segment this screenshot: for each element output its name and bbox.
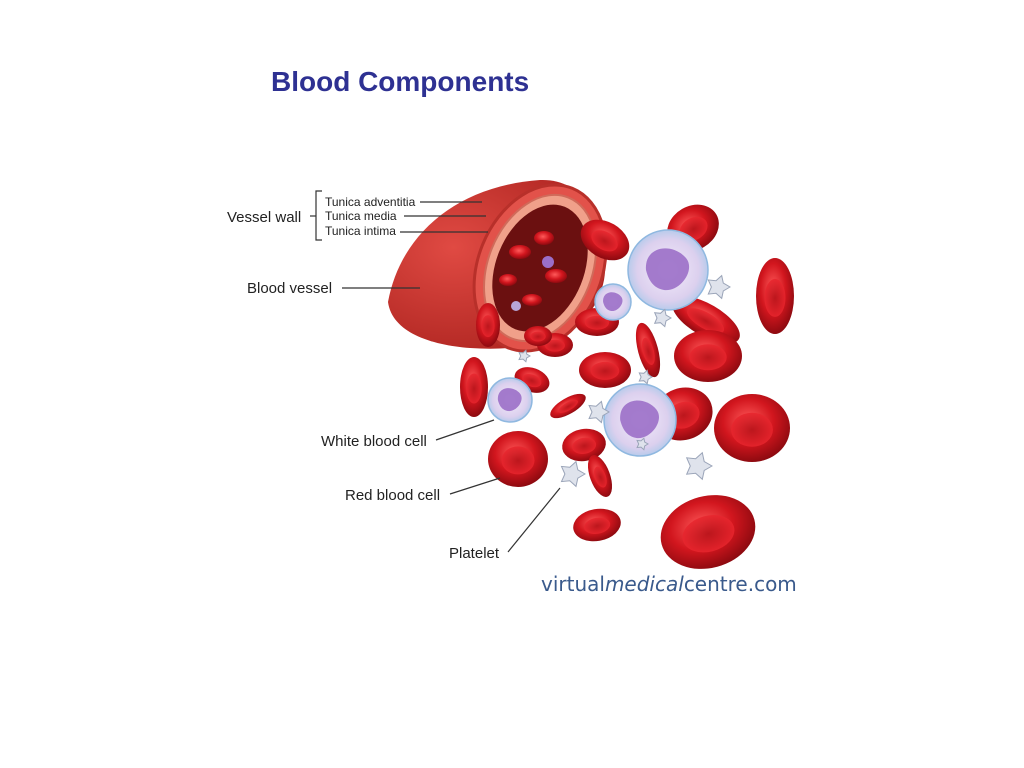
red-blood-cell (587, 455, 613, 497)
platelets (518, 274, 731, 488)
white-blood-cells (487, 229, 709, 457)
label-platelet: Platelet (449, 545, 500, 562)
red-blood-cell (756, 258, 794, 334)
platelet (707, 274, 731, 300)
platelet (653, 308, 672, 328)
red-blood-cells (460, 204, 794, 569)
logo-part-1: virtual (541, 572, 605, 596)
label-blood-vessel: Blood vessel (247, 280, 332, 297)
platelet (518, 349, 532, 363)
platelet (638, 369, 653, 385)
red-blood-cell (476, 303, 500, 347)
label-vessel-wall: Vessel wall (227, 209, 301, 226)
red-blood-cell (573, 508, 621, 542)
red-blood-cell (660, 495, 756, 569)
red-blood-cell (524, 326, 552, 346)
red-blood-cell (550, 393, 586, 419)
red-blood-cell (460, 357, 488, 417)
red-blood-cell (562, 428, 606, 462)
platelet (560, 460, 586, 488)
slide-title: Blood Components (271, 66, 530, 97)
white-blood-cell (603, 383, 677, 457)
logo-virtualmedicalcentre: virtualmedicalcentre.com (541, 572, 797, 596)
platelet (588, 400, 610, 424)
leader-lines (310, 190, 561, 553)
white-blood-cell (487, 377, 533, 423)
label-tunica-intima: Tunica intima (325, 224, 396, 238)
label-tunica-adventitia: Tunica adventitia (325, 195, 416, 209)
logo-part-3: centre.com (684, 572, 797, 596)
white-blood-cell (627, 229, 709, 311)
red-blood-cell (579, 352, 631, 388)
logo-part-2: medical (605, 572, 684, 596)
label-red-blood-cell: Red blood cell (345, 487, 440, 504)
white-blood-cell (594, 283, 632, 321)
red-blood-cell (714, 394, 790, 462)
platelet (685, 451, 714, 481)
platelet (636, 437, 650, 451)
label-white-blood-cell: White blood cell (321, 433, 427, 450)
red-blood-cell (672, 296, 740, 344)
red-blood-cell (635, 322, 661, 378)
blood-vessel (388, 179, 608, 353)
red-blood-cell (488, 431, 548, 487)
red-blood-cell (580, 219, 630, 261)
label-tunica-media: Tunica media (325, 209, 397, 223)
red-blood-cell (674, 330, 742, 382)
